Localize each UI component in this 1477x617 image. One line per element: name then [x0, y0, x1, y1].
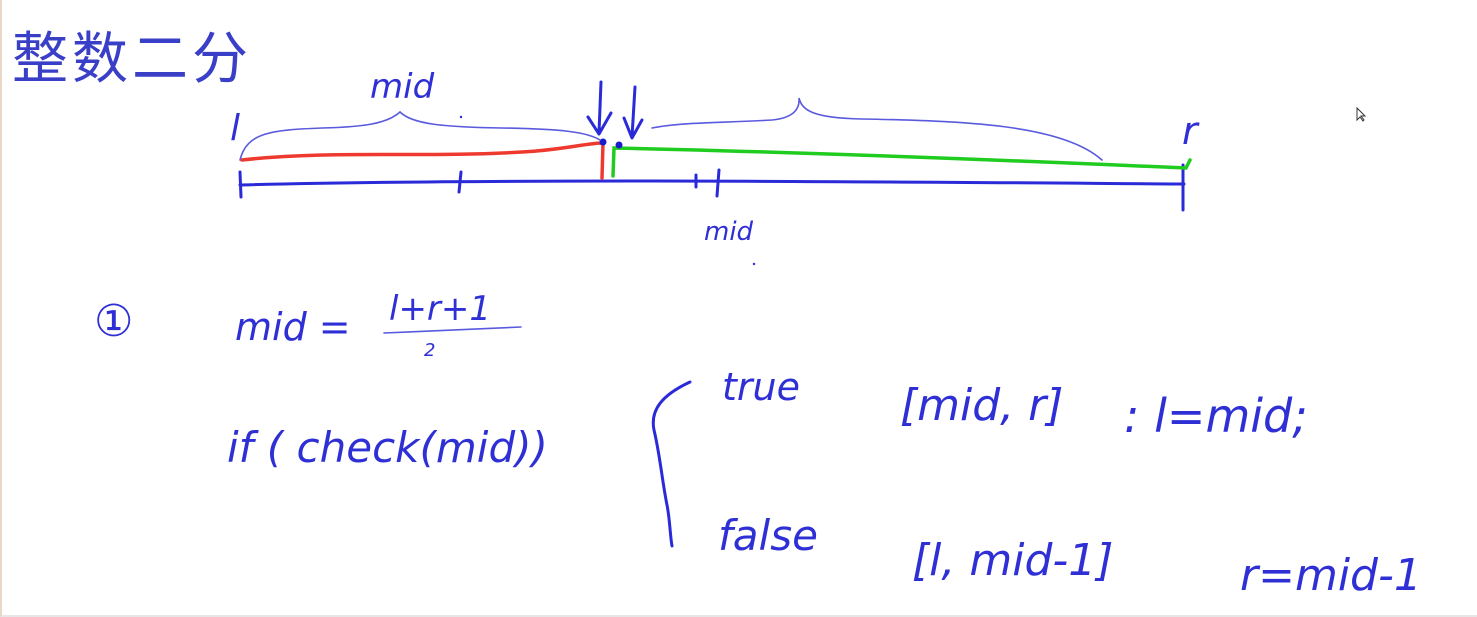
formula-lhs: mid =	[235, 305, 351, 349]
formula-numerator: l+r+1	[389, 289, 491, 329]
false-branch-action: r=mid-1	[1240, 550, 1422, 601]
case-marker: ①	[94, 296, 133, 347]
condition-text: if ( check(mid))	[227, 423, 548, 472]
axis-line	[238, 179, 1186, 187]
brace-right	[651, 97, 1103, 161]
left-end-tick	[238, 170, 243, 199]
cursor-icon	[1356, 106, 1367, 122]
pen-dot	[459, 115, 463, 119]
tick-mid-b	[715, 168, 721, 198]
boundary-dot-left	[599, 138, 607, 146]
arrow-right-boundary	[622, 85, 644, 140]
mid-formula: mid = l+r+1 2	[235, 289, 522, 361]
left-brace-label: mid	[370, 67, 435, 107]
true-branch-interval: [mid, r]	[900, 380, 1063, 431]
true-branch-label: true	[722, 365, 800, 409]
formula-denominator: 2	[424, 340, 435, 361]
false-branch-label: false	[718, 511, 818, 560]
number-line: l r mid mid	[230, 67, 1200, 266]
brace-left	[239, 110, 601, 161]
arrow-left-boundary	[586, 80, 613, 136]
branch-brace	[651, 380, 692, 548]
green-segment	[611, 146, 1192, 178]
true-branch-action: : l=mid;	[1124, 389, 1308, 443]
red-segment	[240, 141, 605, 180]
pen-dot	[752, 262, 756, 266]
left-endpoint-label: l	[230, 108, 240, 149]
below-axis-label: mid	[704, 217, 754, 247]
boundary-dot-right	[615, 141, 623, 149]
fraction-bar	[383, 326, 522, 334]
tick-quarter	[457, 170, 463, 194]
false-branch-interval: [l, mid-1]	[912, 535, 1113, 586]
title-text: 整数二分	[12, 27, 252, 92]
right-endpoint-label: r	[1182, 109, 1200, 153]
